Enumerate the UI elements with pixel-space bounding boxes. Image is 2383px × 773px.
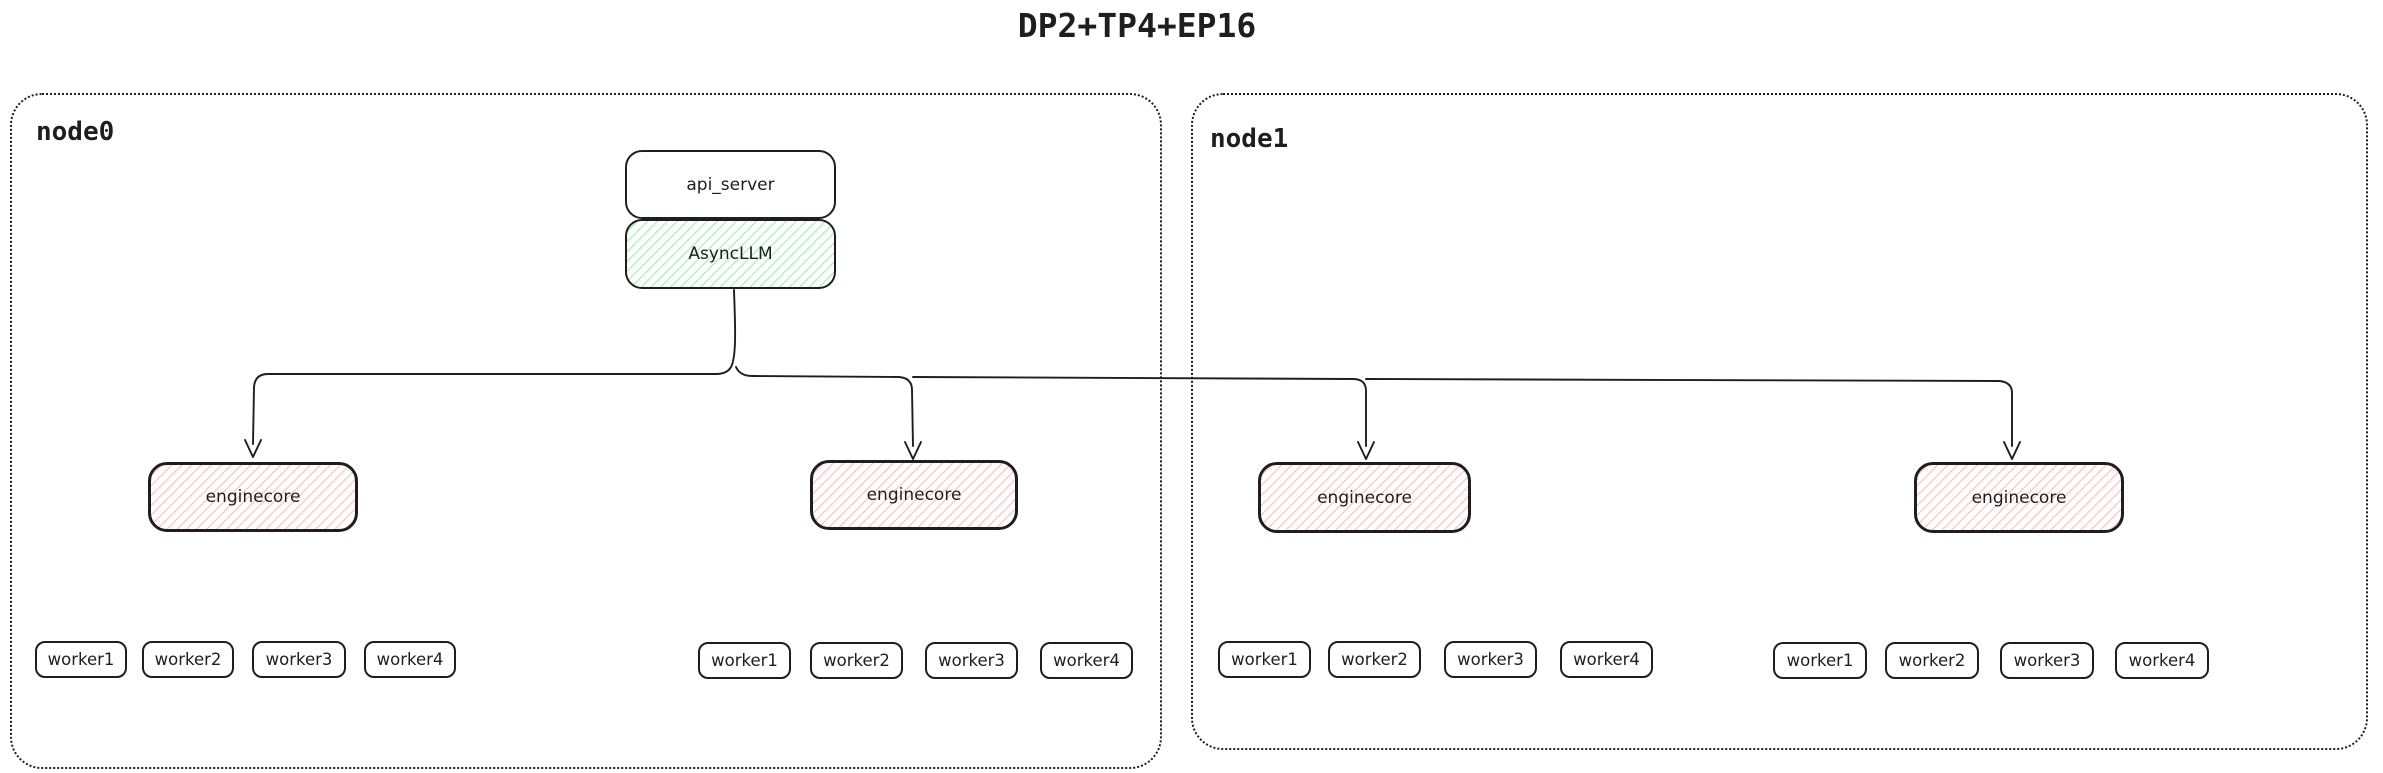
enginecore-label: enginecore [205,487,301,507]
worker-label: worker3 [2013,651,2081,670]
asyncllm-box: AsyncLLM [625,219,836,289]
enginecore-box: enginecore [810,460,1018,530]
worker-label: worker1 [47,650,115,669]
worker-box: worker4 [364,641,456,678]
worker-box: worker4 [1560,641,1653,678]
enginecore-box: enginecore [1258,462,1471,533]
worker-box: worker3 [252,641,346,678]
worker-box: worker2 [142,641,234,678]
enginecore-box: enginecore [1914,462,2124,533]
worker-label: worker2 [1341,650,1408,669]
worker-box: worker1 [1773,642,1867,679]
worker-label: worker4 [376,650,444,669]
worker-box: worker4 [2115,642,2209,679]
worker-label: worker2 [1898,651,1966,670]
worker-box: worker2 [1885,642,1979,679]
worker-box: worker2 [1328,641,1421,678]
worker-box: worker1 [698,642,791,679]
enginecore-label: enginecore [866,485,962,505]
enginecore-label: enginecore [1971,487,2067,508]
worker-label: worker4 [2128,651,2196,670]
worker-label: worker4 [1053,651,1120,670]
worker-label: worker3 [938,651,1005,670]
worker-box: worker2 [810,642,903,679]
worker-box: worker3 [2000,642,2094,679]
worker-box: worker4 [1040,642,1133,679]
diagram-title: DP2+TP4+EP16 [1017,6,1257,45]
worker-box: worker3 [1444,641,1537,678]
node1-label: node1 [1210,124,1289,154]
worker-box: worker3 [925,642,1018,679]
worker-label: worker3 [265,650,333,669]
worker-label: worker4 [1573,650,1640,669]
worker-label: worker2 [823,651,890,670]
api-server-box: api_server [625,150,836,219]
node0-label: node0 [36,117,115,147]
worker-box: worker1 [35,641,127,678]
worker-box: worker1 [1218,641,1311,678]
asyncllm-label: AsyncLLM [688,244,773,264]
worker-label: worker2 [154,650,222,669]
enginecore-box: enginecore [148,462,358,532]
api-server-label: api_server [686,174,775,195]
worker-label: worker3 [1457,650,1524,669]
worker-label: worker1 [711,651,778,670]
enginecore-label: enginecore [1317,487,1412,508]
worker-label: worker1 [1786,651,1854,670]
worker-label: worker1 [1231,650,1298,669]
